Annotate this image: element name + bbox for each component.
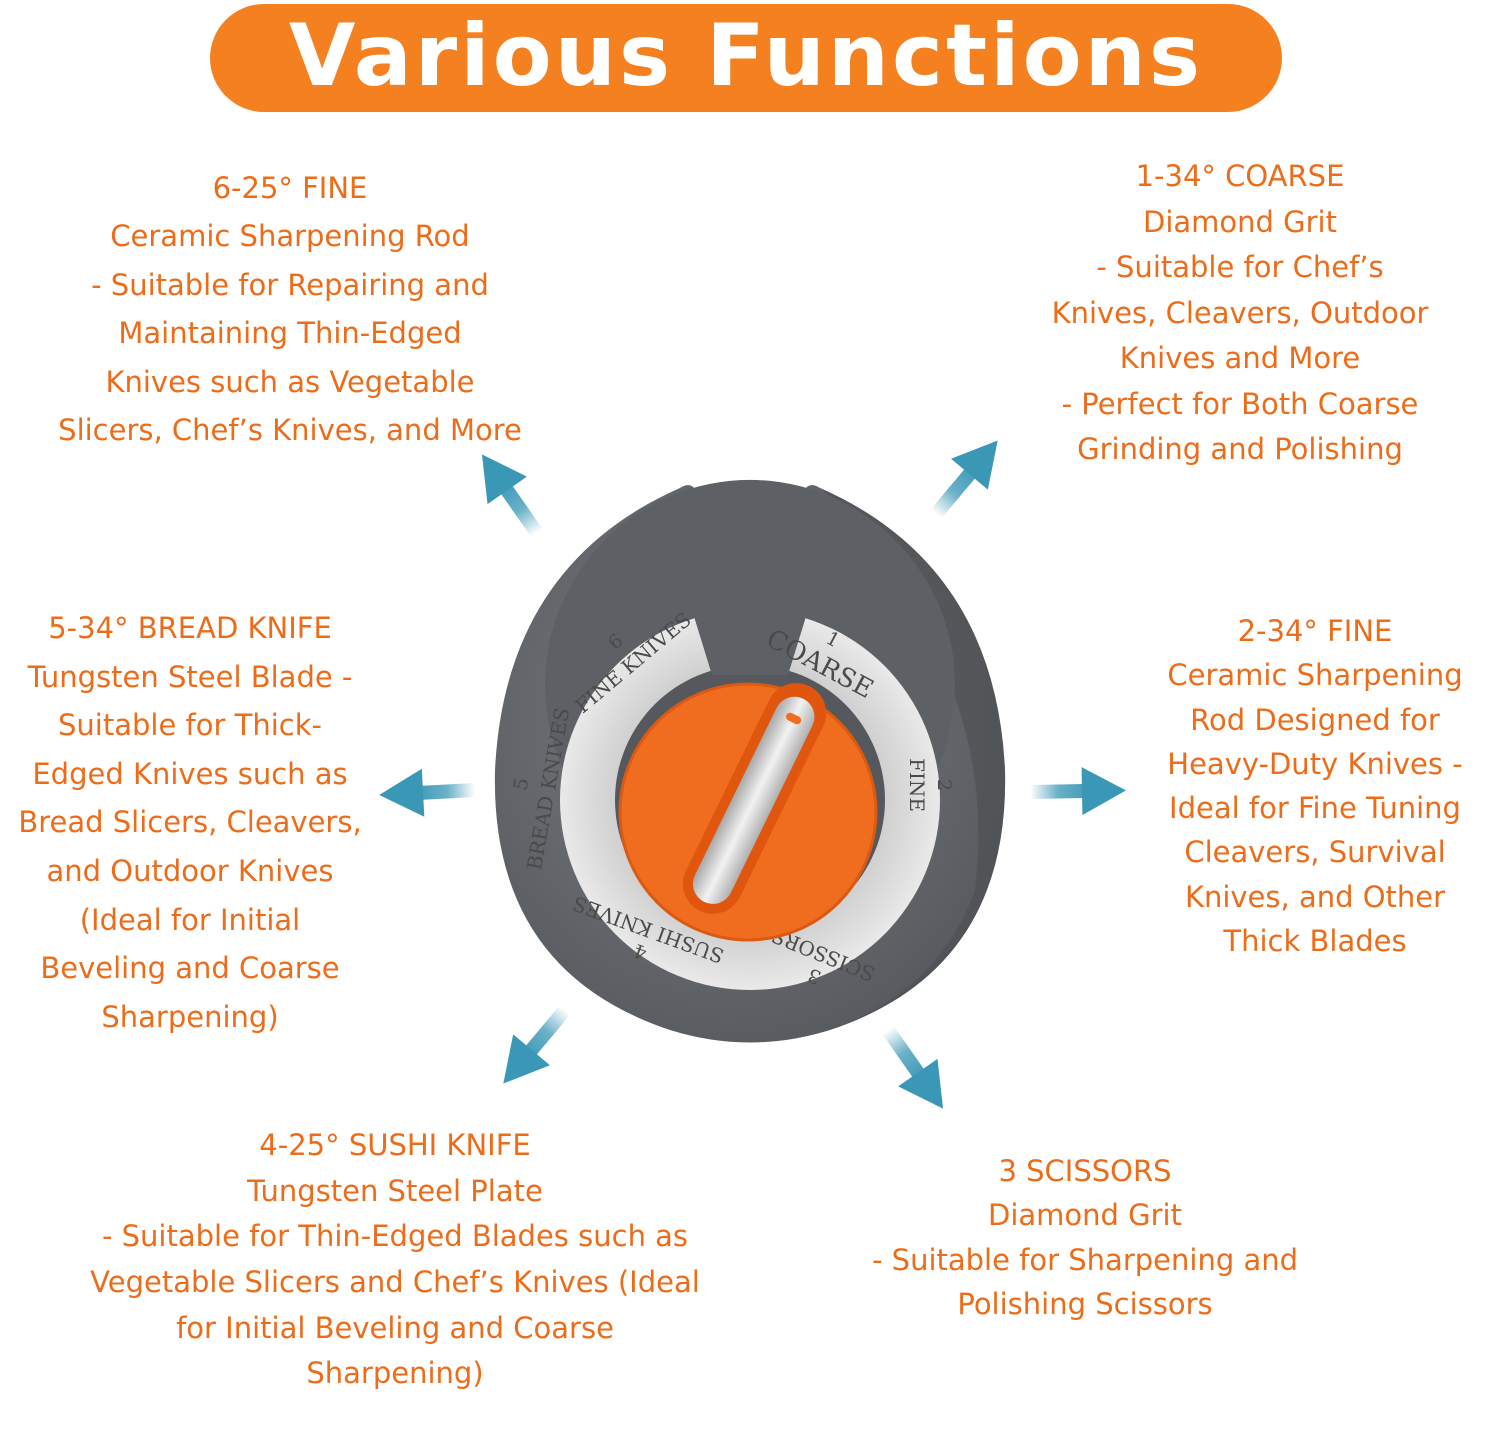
- function-2-description: 2-34° FINE Ceramic Sharpening Rod Design…: [1145, 609, 1485, 963]
- function-4-line: for Initial Beveling and Coarse: [176, 1310, 614, 1345]
- function-2-line: Ideal for Fine Tuning: [1169, 791, 1461, 826]
- title-banner: Various Functions: [210, 4, 1282, 112]
- function-4-line: Sharpening): [306, 1356, 484, 1391]
- selector-knob: [618, 682, 878, 942]
- function-6-line: Ceramic Sharpening Rod: [110, 219, 470, 254]
- function-6-line: Maintaining Thin-Edged: [118, 316, 462, 351]
- function-3-description: 3 SCISSORS Diamond Grit - Suitable for S…: [840, 1149, 1330, 1326]
- function-5-line: and Outdoor Knives: [46, 853, 334, 888]
- function-4-heading: 4-25° SUSHI KNIFE: [259, 1128, 531, 1162]
- function-2-line: Ceramic Sharpening: [1167, 658, 1463, 693]
- function-5-line: Suitable for Thick-: [58, 708, 322, 743]
- function-6-line: - Suitable for Repairing and: [91, 267, 489, 302]
- function-2-line: Heavy-Duty Knives -: [1167, 746, 1463, 781]
- function-1-line: Grinding and Polishing: [1077, 432, 1403, 466]
- dial-label-2: 2 FINE: [905, 758, 955, 812]
- function-3-line: Diamond Grit: [988, 1198, 1182, 1233]
- function-2-line: Thick Blades: [1223, 924, 1407, 959]
- function-1-line: Diamond Grit: [1143, 204, 1337, 239]
- function-1-line: - Perfect for Both Coarse: [1061, 386, 1419, 421]
- arrow-left-icon: [377, 766, 477, 819]
- banner-title: Various Functions: [288, 6, 1204, 106]
- function-5-line: Edged Knives such as: [32, 756, 348, 791]
- function-1-line: - Suitable for Chef’s: [1096, 250, 1384, 284]
- function-2-line: Knives, and Other: [1184, 879, 1446, 914]
- function-2-line: Rod Designed for: [1190, 702, 1440, 737]
- arrow-right-icon: [1029, 766, 1127, 816]
- function-6-line: Slicers, Chef’s Knives, and More: [58, 412, 522, 447]
- function-3-heading: 3 SCISSORS: [998, 1154, 1172, 1188]
- function-5-line: Tungsten Steel Blade -: [27, 659, 353, 694]
- function-4-line: Tungsten Steel Plate: [247, 1173, 543, 1208]
- knife-sharpener-device: 1 COARSE 2 FINE 3 SCISSORS 4 SUSHI KNIVE…: [494, 479, 1006, 1043]
- function-3-line: - Suitable for Sharpening and: [871, 1242, 1299, 1277]
- function-1-line: Knives, Cleavers, Outdoor: [1051, 295, 1429, 330]
- function-5-line: Bread Slicers, Cleavers,: [18, 805, 362, 840]
- function-2-line: Cleavers, Survival: [1184, 835, 1446, 870]
- function-5-line: Beveling and Coarse: [40, 951, 340, 986]
- function-1-heading: 1-34° COARSE: [1135, 159, 1345, 193]
- function-6-heading: 6-25° FINE: [212, 171, 368, 205]
- function-3-line: Polishing Scissors: [957, 1286, 1213, 1321]
- function-4-description: 4-25° SUSHI KNIFE Tungsten Steel Plate -…: [40, 1123, 750, 1397]
- svg-text:FINE: FINE: [905, 758, 929, 812]
- function-4-line: Vegetable Slicers and Chef’s Knives (Ide…: [90, 1265, 700, 1300]
- function-4-line: - Suitable for Thin-Edged Blades such as: [101, 1219, 689, 1254]
- svg-text:2: 2: [933, 779, 955, 791]
- function-2-heading: 2-34° FINE: [1237, 614, 1393, 648]
- function-5-description: 5-34° BREAD KNIFE Tungsten Steel Blade -…: [0, 604, 380, 1041]
- function-6-line: Knives such as Vegetable: [105, 364, 475, 399]
- function-1-line: Knives and More: [1119, 341, 1361, 375]
- function-1-description: 1-34° COARSE Diamond Grit - Suitable for…: [1020, 154, 1460, 473]
- function-6-description: 6-25° FINE Ceramic Sharpening Rod - Suit…: [20, 164, 560, 454]
- function-5-line: Sharpening): [101, 999, 279, 1034]
- function-5-heading: 5-34° BREAD KNIFE: [48, 611, 332, 645]
- function-5-line: (Ideal for Initial: [79, 902, 301, 937]
- svg-text:5: 5: [510, 776, 534, 792]
